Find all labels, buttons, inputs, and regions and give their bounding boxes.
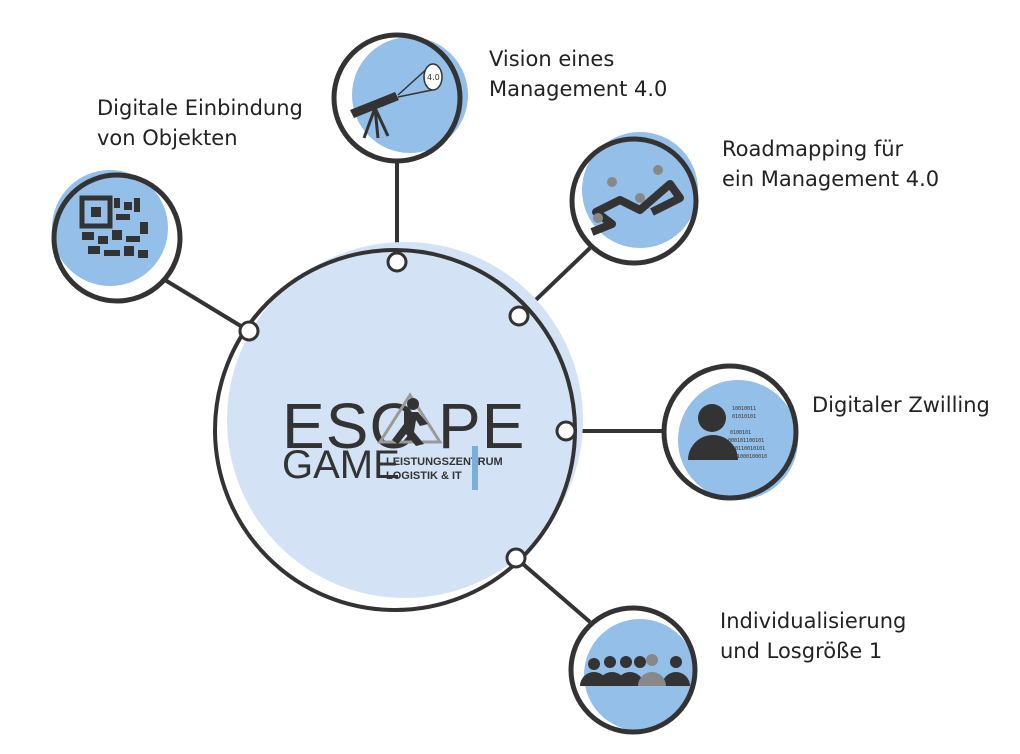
connector-qr xyxy=(163,278,251,333)
crowd-icon xyxy=(580,654,690,686)
label-vision: Vision eines Management 4.0 xyxy=(489,47,668,101)
map-pin-icons xyxy=(593,165,663,223)
logo-sub1: LEISTUNGSZENTRUM xyxy=(386,456,503,468)
label-twin: Digitaler Zwilling xyxy=(812,393,990,417)
label-qr: Digitale Einbindung von Objekten xyxy=(97,96,303,150)
svg-text:0100101: 0100101 xyxy=(730,430,751,436)
svg-text:00110010101: 00110010101 xyxy=(732,446,765,452)
node-qr xyxy=(51,170,183,304)
qr-code-icon xyxy=(79,195,148,258)
svg-text:10010011: 10010011 xyxy=(732,406,756,412)
logo-accent-bar xyxy=(472,446,478,490)
running-man-icon xyxy=(392,398,428,446)
logo-sub2: LOGISTIK & IT xyxy=(386,470,462,482)
node-roadmap xyxy=(569,132,699,266)
telescope-icon: 4.0 xyxy=(350,63,443,139)
logo-game: GAME xyxy=(282,443,400,487)
node-vision: 4.0 xyxy=(331,32,468,164)
svg-text:01000100010: 01000100010 xyxy=(734,454,767,460)
node-individual xyxy=(568,605,698,735)
label-individual: Individualisierung und Losgröße 1 xyxy=(720,609,907,663)
roadmap-icon xyxy=(590,180,684,236)
hub-nodes xyxy=(238,251,577,569)
vision-badge: 4.0 xyxy=(427,73,440,82)
connector-individual xyxy=(514,556,592,624)
digital-twin-icon: 10010011 01010101 0100101 000101100101 00110… xyxy=(688,404,767,460)
logo-escape-left: ESC xyxy=(282,390,417,462)
logo-triangle xyxy=(377,392,443,444)
label-roadmap: Roadmapping für ein Management 4.0 xyxy=(722,137,940,191)
center-hub: ESC PE GAME LEISTUNGSZENTRUM LOGISTIK & … xyxy=(213,242,583,612)
svg-text:000101100101: 000101100101 xyxy=(728,438,764,444)
svg-text:01010101: 01010101 xyxy=(732,414,756,420)
logo-escape-right: PE xyxy=(438,390,525,462)
node-twin: 10010011 01010101 0100101 000101100101 00110… xyxy=(661,363,799,501)
